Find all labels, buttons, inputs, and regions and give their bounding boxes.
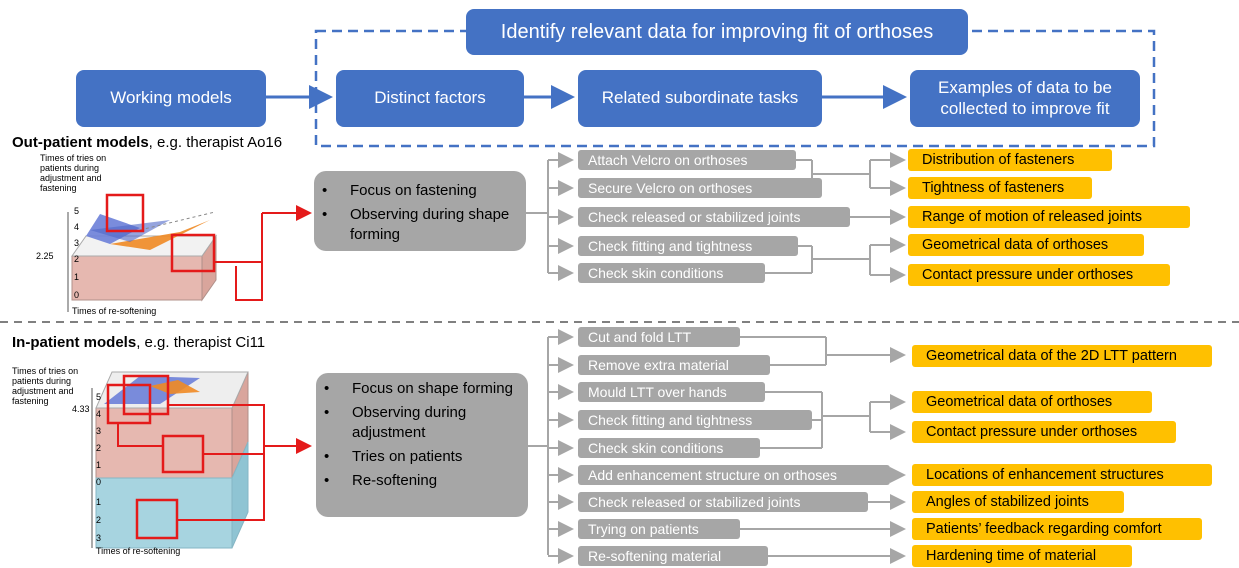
outpatient-ytick: 3: [74, 238, 80, 248]
task-item: Add enhancement structure on orthoses: [578, 465, 890, 485]
data-item: Hardening time of material: [912, 545, 1132, 567]
task-item: Check skin conditions: [578, 438, 760, 458]
header-title: Identify relevant data for improving fit…: [466, 9, 968, 55]
outpatient-ylabel: Times of tries on patients during adjust…: [40, 153, 107, 193]
inpatient-ytick: 2: [96, 443, 102, 453]
examples-line-1: Examples of data to be: [938, 78, 1112, 98]
inpatient-ymark: 4.33: [72, 404, 90, 414]
task-item: Remove extra material: [578, 355, 770, 375]
task-item: Check released or stabilized joints: [578, 492, 868, 512]
working-models-box: Working models: [76, 70, 266, 127]
examples-line-2: collected to improve fit: [940, 98, 1110, 118]
factor-item: Focus on shape forming: [324, 379, 528, 399]
task-item: Check released or stabilized joints: [578, 207, 850, 227]
inpatient-ytick: 4: [96, 409, 102, 419]
task-item: Re-softening material: [578, 546, 768, 566]
outpatient-ytick: 2: [74, 254, 80, 264]
task-item: Cut and fold LTT: [578, 327, 740, 347]
data-item: Geometrical data of the 2D LTT pattern: [912, 345, 1212, 367]
inpatient-3d-chart: [91, 371, 312, 549]
factor-item: Observing during adjustment: [324, 403, 528, 443]
data-item: Locations of enhancement structures: [912, 464, 1212, 486]
data-item: Geometrical data of orthoses: [912, 391, 1152, 413]
task-item: Check fitting and tightness: [578, 236, 798, 256]
factor-item: Focus on fastening: [322, 181, 526, 201]
outpatient-ytick: 0: [74, 290, 80, 300]
outpatient-ytick: 1: [74, 272, 80, 282]
related-tasks-box: Related subordinate tasks: [578, 70, 822, 127]
outpatient-xlabel: Times of re-softening: [72, 306, 157, 316]
data-item: Distribution of fasteners: [908, 149, 1112, 171]
inpatient-xlabel: Times of re-softening: [96, 546, 181, 556]
outpatient-ytick: 4: [74, 222, 80, 232]
data-item: Geometrical data of orthoses: [908, 234, 1144, 256]
inpatient-ytick: 1: [96, 460, 102, 470]
task-item: Attach Velcro on orthoses: [578, 150, 796, 170]
task-item: Secure Velcro on orthoses: [578, 178, 822, 198]
inpatient-ytick: 3: [96, 533, 102, 543]
task-item: Check skin conditions: [578, 263, 765, 283]
task-item: Trying on patients: [578, 519, 740, 539]
outpatient-ytick: 5: [74, 206, 80, 216]
inpatient-ytick: 1: [96, 497, 102, 507]
inpatient-title: In-patient models, e.g. therapist Ci11: [12, 334, 266, 351]
task-item: Mould LTT over hands: [578, 382, 765, 402]
outpatient-title: Out-patient models, e.g. therapist Ao16: [12, 134, 283, 151]
data-item: Patients’ feedback regarding comfort: [912, 518, 1202, 540]
factor-item: Re-softening: [324, 471, 528, 491]
data-item: Contact pressure under orthoses: [908, 264, 1170, 286]
factor-item: Tries on patients: [324, 447, 528, 467]
outpatient-ymark: 2.25: [36, 251, 54, 261]
inpatient-ytick: 5: [96, 392, 102, 402]
data-item: Tightness of fasteners: [908, 177, 1092, 199]
factor-item: Observing during shape forming: [322, 205, 526, 245]
data-item: Range of motion of released joints: [908, 206, 1190, 228]
outpatient-factors-box: Focus on fastening Observing during shap…: [314, 171, 526, 251]
data-item: Angles of stabilized joints: [912, 491, 1124, 513]
inpatient-factors-box: Focus on shape forming Observing during …: [316, 373, 528, 517]
inpatient-ytick: 3: [96, 426, 102, 436]
inpatient-ylabel: Times of tries on patients during adjust…: [12, 366, 79, 406]
inpatient-ytick: 0: [96, 477, 102, 487]
outpatient-3d-chart: [67, 193, 312, 312]
distinct-factors-box: Distinct factors: [336, 70, 524, 127]
data-item: Contact pressure under orthoses: [912, 421, 1176, 443]
task-item: Check fitting and tightness: [578, 410, 812, 430]
inpatient-ytick: 2: [96, 515, 102, 525]
examples-box: Examples of data to be collected to impr…: [910, 70, 1140, 127]
